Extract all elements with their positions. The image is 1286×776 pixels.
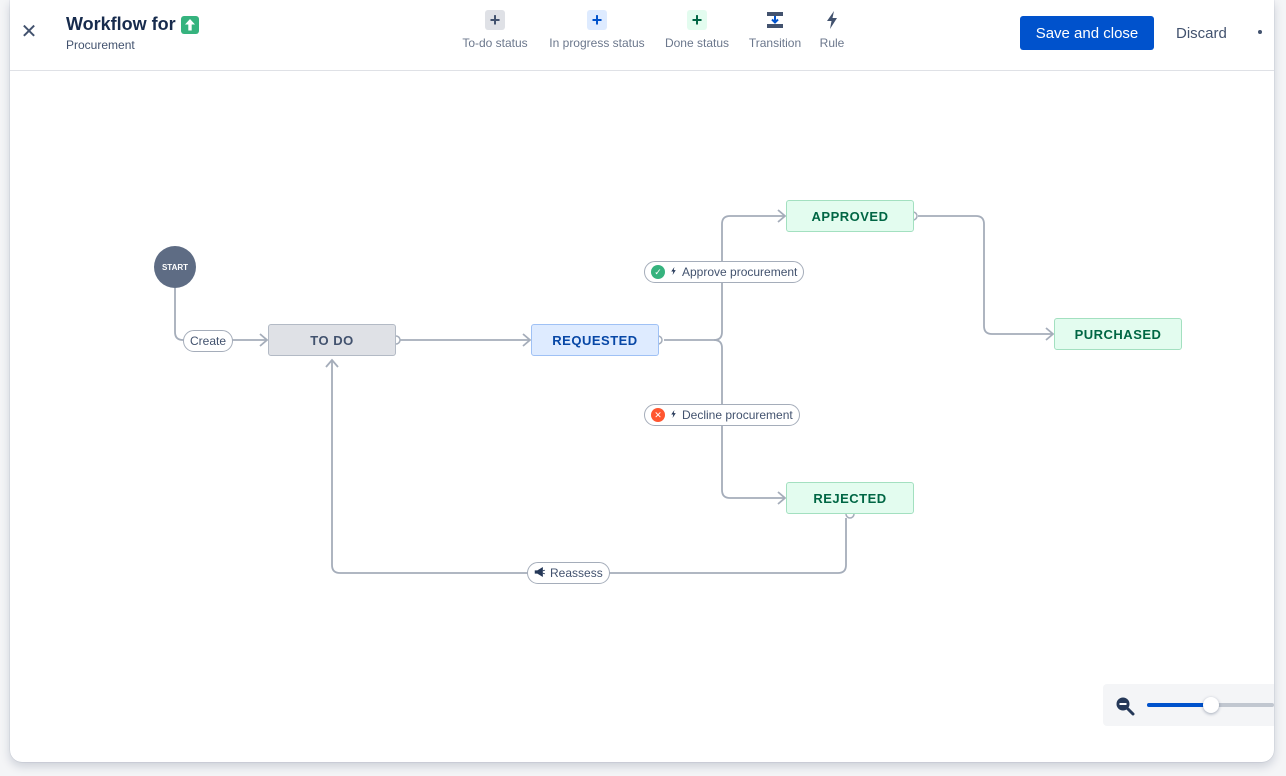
transition-icon xyxy=(765,10,785,30)
title-area: Workflow for Procurement xyxy=(66,14,199,52)
status-purchased[interactable]: PURCHASED xyxy=(1054,318,1182,350)
start-node[interactable]: START xyxy=(154,246,196,288)
reassess-connector xyxy=(331,360,847,574)
close-icon[interactable]: ✕ xyxy=(20,21,38,43)
zoom-slider-thumb[interactable] xyxy=(1202,697,1219,713)
create-arrowhead xyxy=(259,333,269,347)
approve-arrowhead xyxy=(777,209,787,223)
transition-create-label: Create xyxy=(190,334,227,348)
reassess-arrowhead xyxy=(325,358,339,368)
plus-icon: + xyxy=(485,10,505,30)
plus-icon: + xyxy=(687,10,707,30)
transition-decline-procurement[interactable]: ✕ Decline procurement xyxy=(644,404,800,426)
workflow-connectors xyxy=(174,209,1055,574)
cross-circle-icon: ✕ xyxy=(651,408,665,422)
status-todo[interactable]: TO DO xyxy=(268,324,396,356)
purchase-arrowhead xyxy=(1045,327,1055,341)
zoom-slider-fill xyxy=(1147,703,1211,707)
zoom-control xyxy=(1103,684,1274,726)
transition-approve-procurement[interactable]: ✓ Approve procurement xyxy=(644,261,805,283)
todo-to-requested-arrowhead xyxy=(522,333,532,347)
megaphone-icon xyxy=(534,566,546,581)
top-bar: ✕ Workflow for Procurement + To-do statu… xyxy=(10,0,1274,71)
status-rejected[interactable]: REJECTED xyxy=(786,482,914,514)
add-transition-button[interactable]: Transition xyxy=(743,10,807,50)
plus-icon: + xyxy=(587,10,607,30)
status-approved[interactable]: APPROVED xyxy=(786,200,914,232)
transition-reassess[interactable]: Reassess xyxy=(527,562,610,584)
zoom-out-icon[interactable] xyxy=(1115,696,1135,716)
save-and-close-button[interactable]: Save and close xyxy=(1020,16,1154,50)
purchase-connector xyxy=(918,215,1053,335)
page-title-text: Workflow for xyxy=(66,14,176,34)
lightning-bolt-icon xyxy=(822,10,842,30)
transition-label: Transition xyxy=(748,36,802,50)
inprogress-status-label: In progress status xyxy=(549,36,645,50)
create-connector xyxy=(174,288,267,341)
todo-status-label: To-do status xyxy=(462,36,528,50)
page-subtitle: Procurement xyxy=(66,38,135,52)
add-todo-status-button[interactable]: + To-do status xyxy=(453,10,537,50)
add-rule-button[interactable]: Rule xyxy=(814,10,850,50)
transition-decline-label: Decline procurement xyxy=(682,408,793,422)
workflow-editor-window: ✕ Workflow for Procurement + To-do statu… xyxy=(10,0,1274,762)
lightning-bolt-icon xyxy=(669,408,678,423)
issue-type-arrow-up-icon xyxy=(180,15,199,34)
rule-label: Rule xyxy=(819,36,845,50)
add-done-status-button[interactable]: + Done status xyxy=(660,10,734,50)
decline-connector xyxy=(713,339,785,499)
transition-reassess-label: Reassess xyxy=(550,566,603,580)
check-circle-icon: ✓ xyxy=(651,265,665,279)
discard-button[interactable]: Discard xyxy=(1176,24,1227,42)
page-title: Workflow for xyxy=(66,14,199,35)
transition-approve-label: Approve procurement xyxy=(682,265,798,279)
done-status-label: Done status xyxy=(664,36,730,50)
lightning-bolt-icon xyxy=(669,265,678,280)
add-inprogress-status-button[interactable]: + In progress status xyxy=(542,10,652,50)
more-options-icon[interactable] xyxy=(1258,30,1262,34)
transition-create[interactable]: Create xyxy=(183,330,234,352)
decline-arrowhead xyxy=(777,491,787,505)
status-requested[interactable]: REQUESTED xyxy=(531,324,659,356)
